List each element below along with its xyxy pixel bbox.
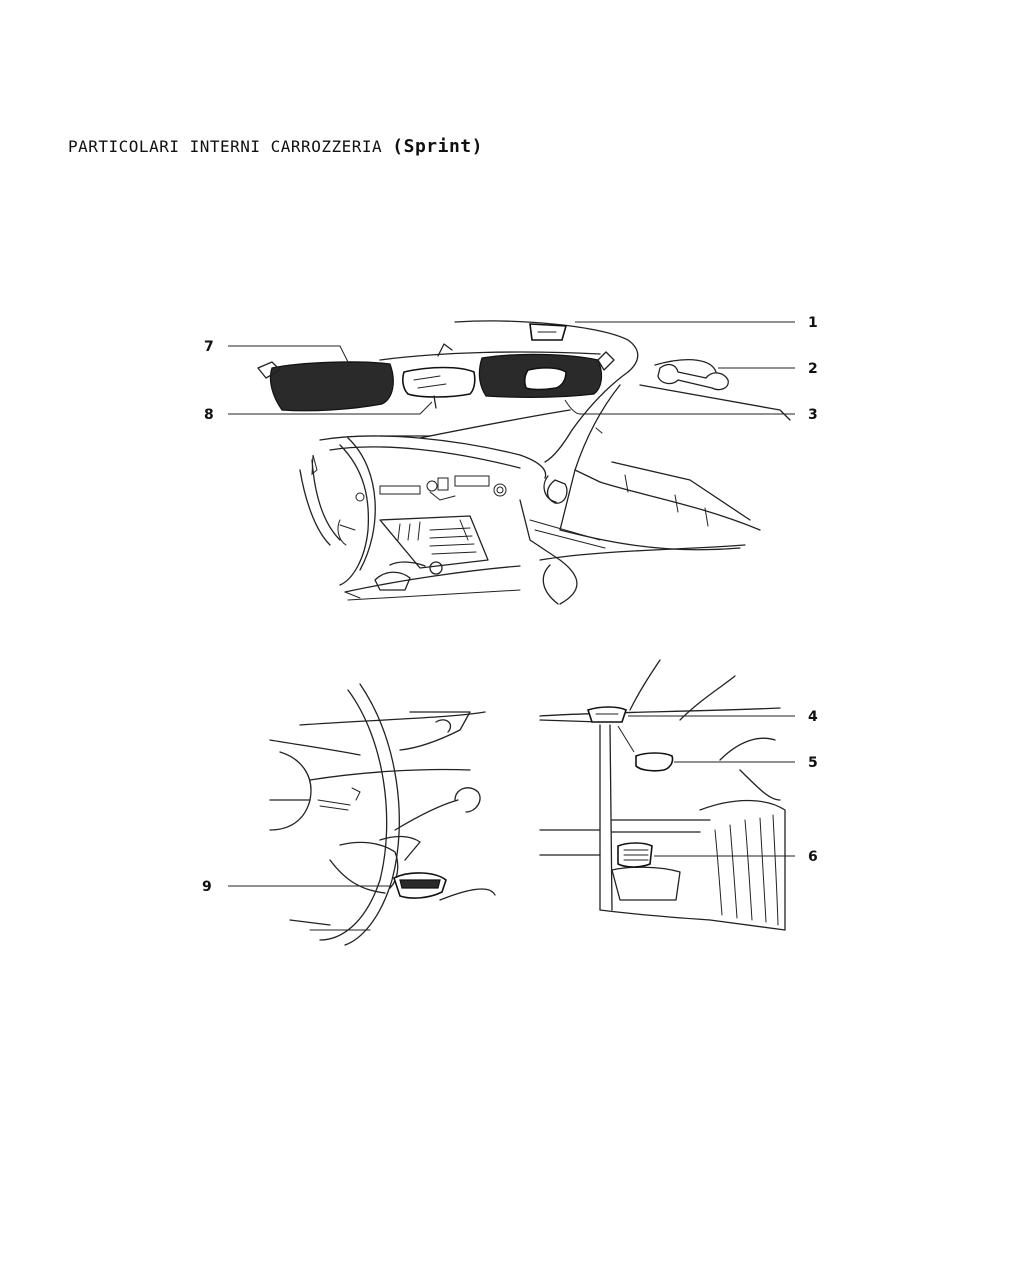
callout-5: 5 [808, 755, 818, 771]
callout-9: 9 [202, 879, 212, 895]
steering-area-illustration [228, 683, 496, 946]
rear-view-mirror [402, 343, 476, 409]
callout-1: 1 [808, 315, 818, 331]
callout-2: 2 [808, 361, 818, 377]
title-sub: (Sprint) [392, 136, 483, 157]
air-vent [617, 842, 653, 868]
callout-8: 8 [204, 407, 214, 423]
callout-7: 7 [204, 339, 214, 355]
door-area-illustration [539, 659, 795, 931]
callout-3: 3 [808, 407, 818, 423]
grab-handle [657, 363, 729, 391]
title-main: PARTICOLARI INTERNI CARROZZERIA [68, 137, 383, 156]
interior-light [529, 323, 568, 341]
door-light [586, 706, 627, 723]
callout-4: 4 [808, 709, 818, 725]
page-title: PARTICOLARI INTERNI CARROZZERIA (Sprint) [68, 136, 483, 157]
dashboard-illustration [228, 320, 795, 605]
courtesy-light-lens [635, 752, 674, 772]
accelerator-pedal [393, 872, 447, 899]
sun-visor-right [478, 351, 615, 398]
callout-6: 6 [808, 849, 818, 865]
sun-visor-left [257, 361, 394, 412]
